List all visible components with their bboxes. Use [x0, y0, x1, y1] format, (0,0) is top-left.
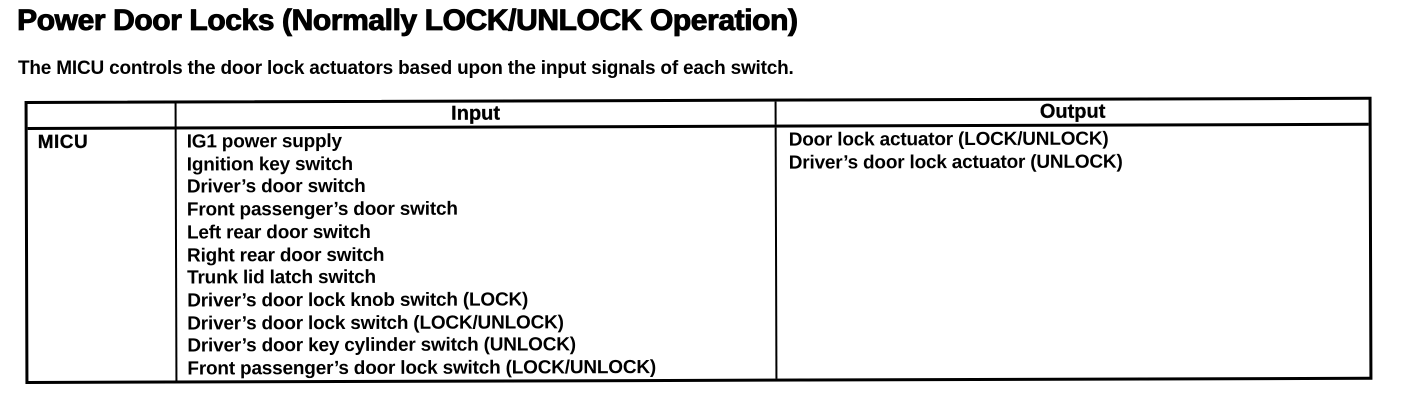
input-item: Driver’s door key cylinder switch (UNLOC…: [187, 334, 576, 357]
input-item: Left rear door switch: [186, 221, 371, 244]
table-data-row: MICU IG1 power supply Ignition key switc…: [28, 125, 1370, 381]
output-item: Door lock actuator (LOCK/UNLOCK): [788, 128, 1109, 151]
component-name: MICU: [37, 131, 89, 153]
outputs-cell: Door lock actuator (LOCK/UNLOCK) Driver’…: [774, 125, 1370, 379]
page-title: Power Door Locks (Normally LOCK/UNLOCK O…: [17, 4, 799, 38]
input-column-header: Input: [451, 102, 501, 125]
input-item: Ignition key switch: [186, 153, 353, 176]
input-item: Trunk lid latch switch: [187, 267, 376, 289]
input-item: Driver’s door lock knob switch (LOCK): [187, 289, 529, 312]
header-component-cell: [28, 104, 175, 127]
output-item: Driver’s door lock actuator (UNLOCK): [788, 151, 1123, 174]
inputs-cell: IG1 power supply Ignition key switch Dri…: [174, 127, 776, 381]
input-item: IG1 power supply: [186, 131, 342, 153]
header-output-cell: Output: [774, 99, 1369, 125]
micu-input-output-table: Input Output MICU IG1 power supply Ignit…: [24, 96, 1373, 384]
input-item: Front passenger’s door switch: [186, 198, 458, 221]
input-item: Driver’s door lock switch (LOCK/UNLOCK): [187, 311, 564, 335]
input-item: Driver’s door switch: [186, 176, 366, 198]
header-input-cell: Input: [174, 101, 775, 127]
page-subtitle: The MICU controls the door lock actuator…: [18, 58, 794, 79]
output-column-header: Output: [1039, 100, 1106, 123]
input-item: Front passenger’s door lock switch (LOCK…: [187, 357, 657, 380]
component-cell: MICU: [28, 130, 176, 381]
input-item: Right rear door switch: [187, 244, 385, 267]
